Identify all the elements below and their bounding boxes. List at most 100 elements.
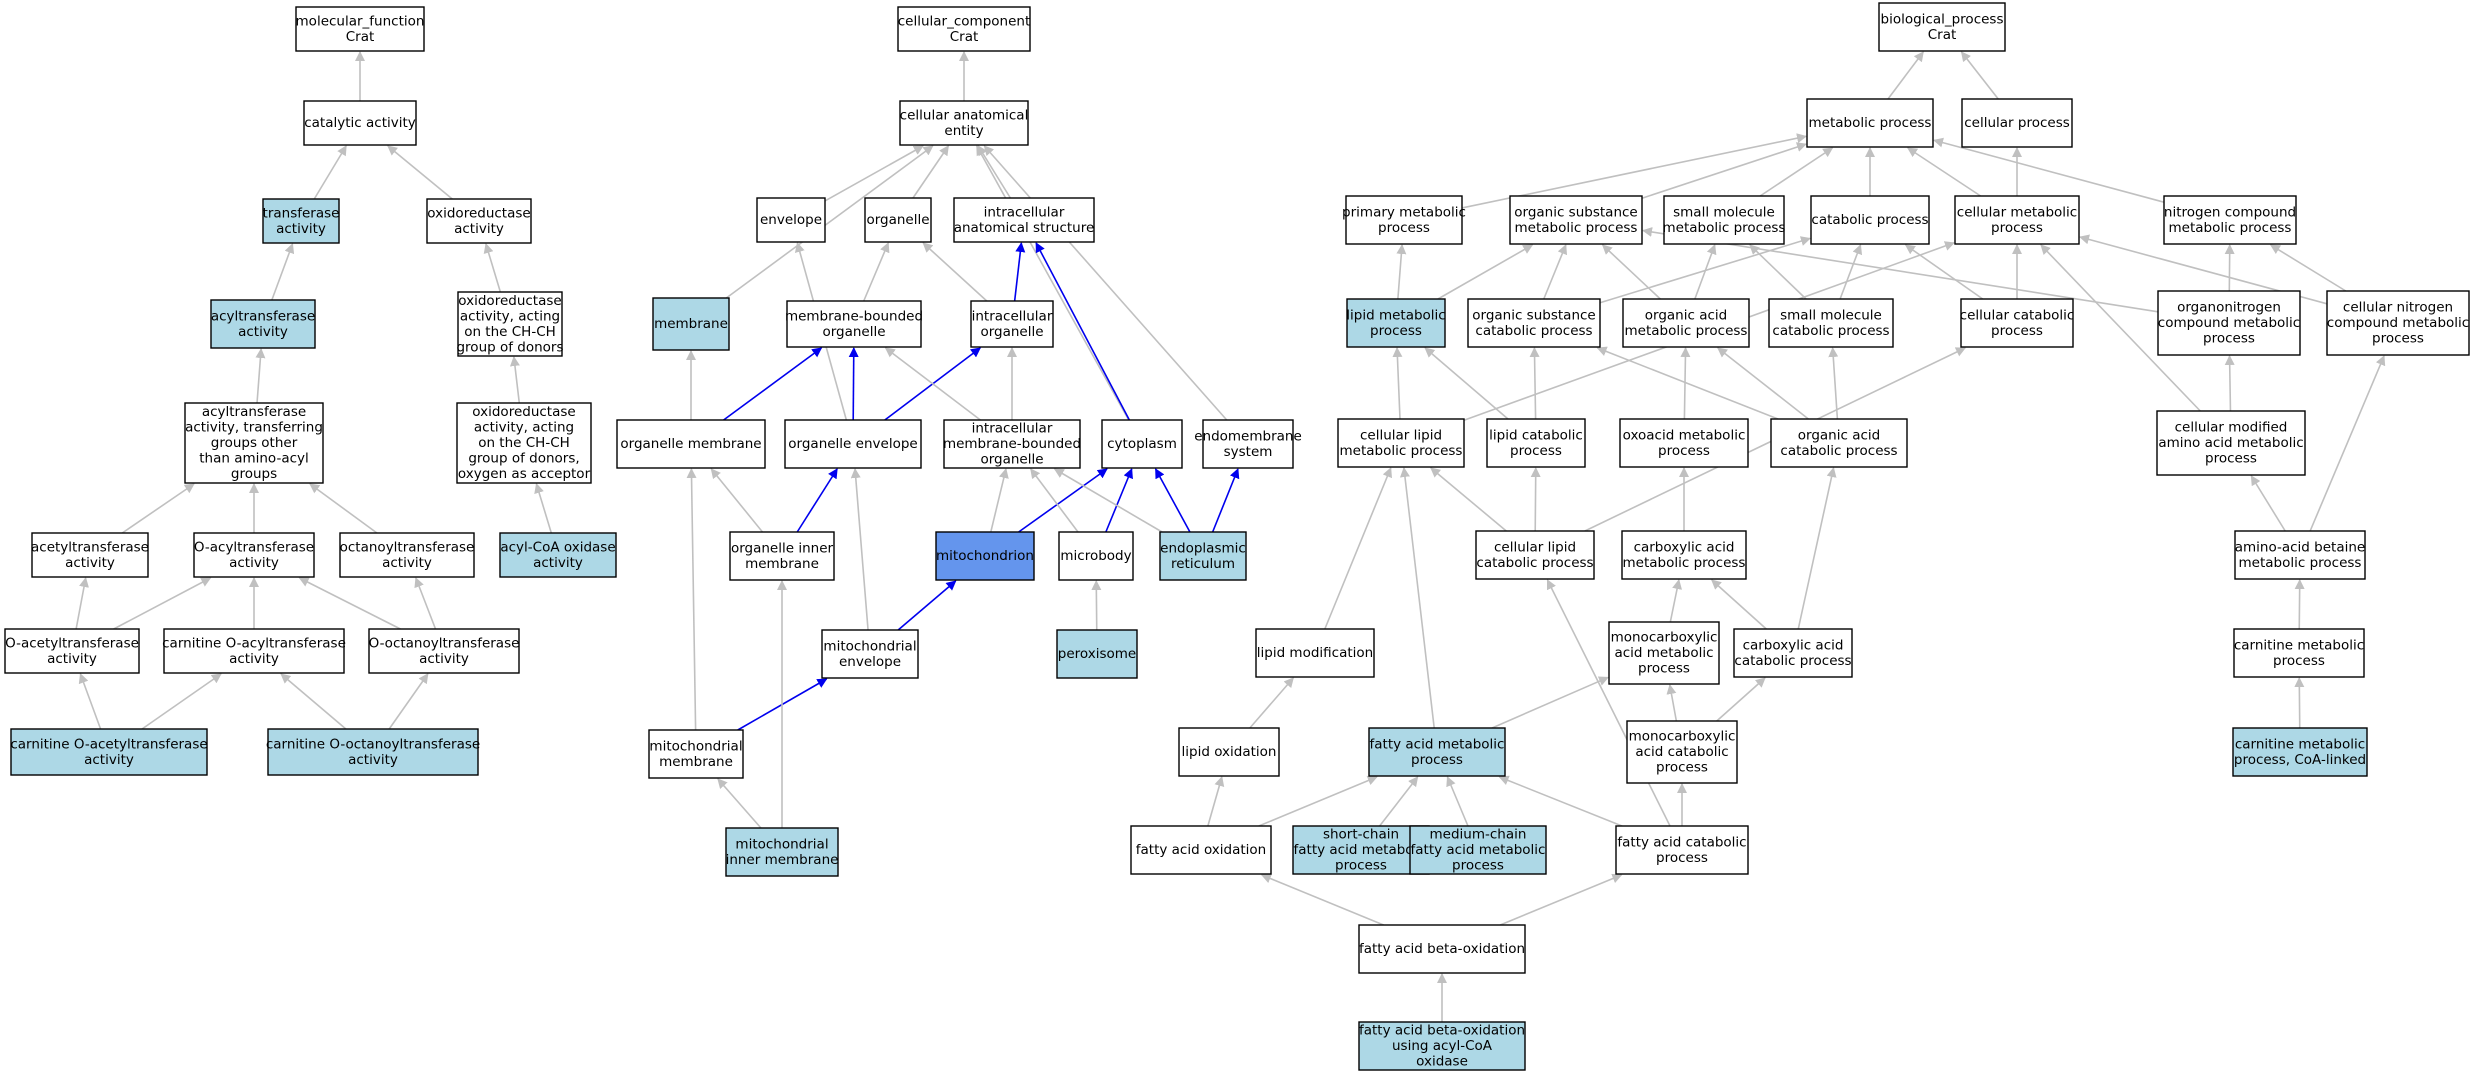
go-term-node-perox[interactable]: peroxisome bbox=[1056, 629, 1138, 679]
go-term-node-microbody[interactable]: microbody bbox=[1058, 531, 1134, 581]
go-term-node-lipox[interactable]: lipid oxidation bbox=[1178, 727, 1280, 777]
go-term-node-cat[interactable]: catalytic activity bbox=[303, 100, 417, 146]
edge-group bbox=[922, 242, 988, 302]
go-term-node-fabeta[interactable]: fatty acid beta-oxidation bbox=[1358, 924, 1526, 974]
go-term-node-organelle[interactable]: organelle bbox=[864, 197, 932, 243]
edge-oxred_o2-to-oxred_chch bbox=[509, 356, 521, 404]
go-term-node-lipmod[interactable]: lipid modification bbox=[1255, 628, 1375, 678]
node-label-line: activity bbox=[84, 752, 134, 768]
edge-fam-to-cellipid bbox=[1399, 467, 1435, 729]
node-label-line: carnitine metabolic bbox=[2235, 736, 2365, 752]
node-label-line: acyltransferase bbox=[211, 308, 315, 324]
node-label-line: activity bbox=[454, 221, 504, 237]
edge-group bbox=[1960, 51, 1999, 100]
go-term-node-cellproc[interactable]: cellular process bbox=[1961, 98, 2073, 148]
edge-group bbox=[2294, 579, 2305, 630]
edge-group bbox=[1430, 467, 1507, 532]
go-term-node-mito[interactable]: mitochondrion bbox=[935, 531, 1035, 581]
go-term-node-cytoplasm[interactable]: cytoplasm bbox=[1101, 419, 1183, 469]
go-term-node-om[interactable]: organelle membrane bbox=[616, 419, 766, 469]
node-label-line: intracellular bbox=[972, 421, 1053, 437]
go-term-node-envelope[interactable]: envelope bbox=[756, 197, 826, 243]
edge-group bbox=[710, 468, 764, 533]
node-label-line: organelle membrane bbox=[620, 436, 761, 452]
node-box bbox=[1619, 418, 1749, 468]
node-box bbox=[1346, 298, 1446, 348]
edge-cellproc-to-bp bbox=[1960, 51, 1999, 100]
node-label-line: organic acid bbox=[1798, 427, 1880, 443]
go-term-node-catab[interactable]: catabolic process bbox=[1810, 195, 1930, 245]
go-term-node-membrane[interactable]: membrane bbox=[652, 297, 730, 351]
node-label-line: cellular lipid bbox=[1360, 427, 1442, 443]
node-box bbox=[1615, 825, 1749, 875]
edge-group bbox=[414, 577, 437, 630]
go-term-node-metab[interactable]: metabolic process bbox=[1806, 98, 1934, 148]
go-term-node-oe[interactable]: organelle envelope bbox=[784, 419, 922, 469]
node-box bbox=[1409, 825, 1547, 875]
edge-carn_oacetyl-to-oacetyl bbox=[78, 673, 102, 730]
edge-group bbox=[1396, 244, 1407, 300]
go-term-node-faox[interactable]: fatty acid oxidation bbox=[1130, 825, 1272, 875]
